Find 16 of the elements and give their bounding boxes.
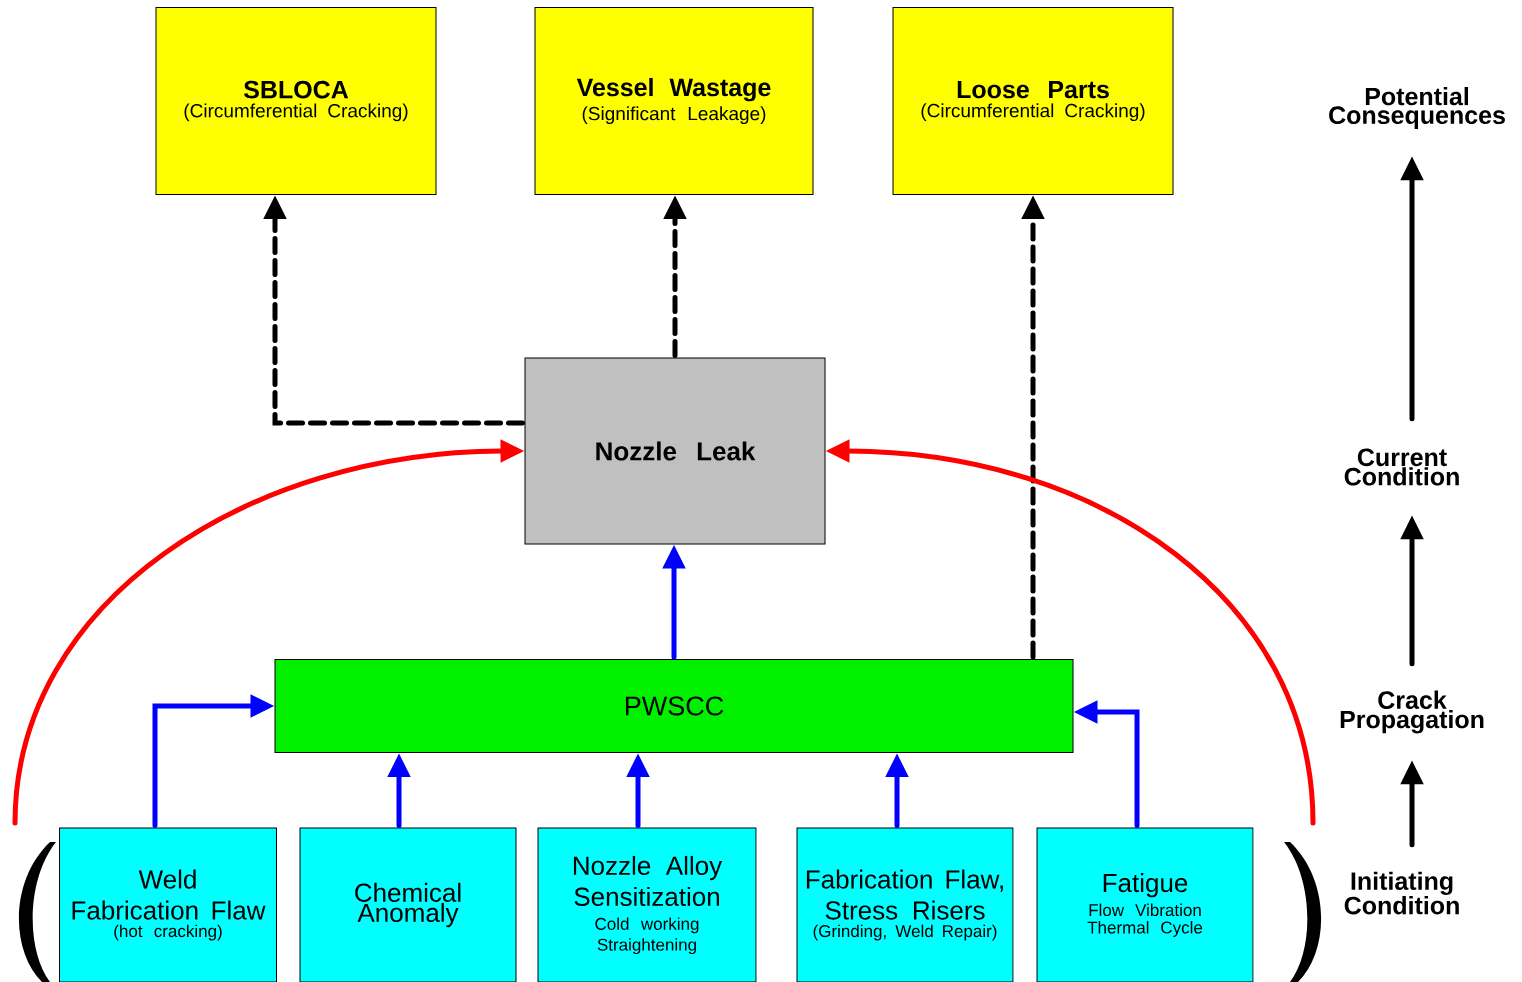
condition-box: Nozzle Leak <box>524 357 826 545</box>
stage-label: Potential Consequences <box>1329 87 1505 129</box>
consequence-box: SBLOCA (Circumferential Cracking) <box>155 7 437 195</box>
bracket <box>1284 842 1321 982</box>
consequence-box: Loose Parts (Circumferential Cracking) <box>892 7 1174 195</box>
stage-label: Crack Propagation <box>1340 690 1484 734</box>
consequence-box: Vessel Wastage (Significant Leakage) <box>534 7 814 195</box>
bracket <box>19 842 56 982</box>
cause-box: Chemical Anomaly <box>299 827 517 982</box>
stage-label: Initiating Condition <box>1344 871 1459 915</box>
cause-box: Nozzle Alloy Sensitization Cold working Straightening <box>537 827 757 982</box>
cause-box: Fabrication Flaw, Stress Risers (Grinding, Weld Repair) <box>796 827 1014 982</box>
cause-box: Fatigue Flow Vibration Thermal Cycle <box>1036 827 1254 982</box>
stage-label: Current Condition <box>1344 448 1459 486</box>
mechanism-bar: PWSCC <box>274 659 1074 753</box>
cause-box: Weld Fabrication Flaw (hot cracking) <box>59 827 277 982</box>
